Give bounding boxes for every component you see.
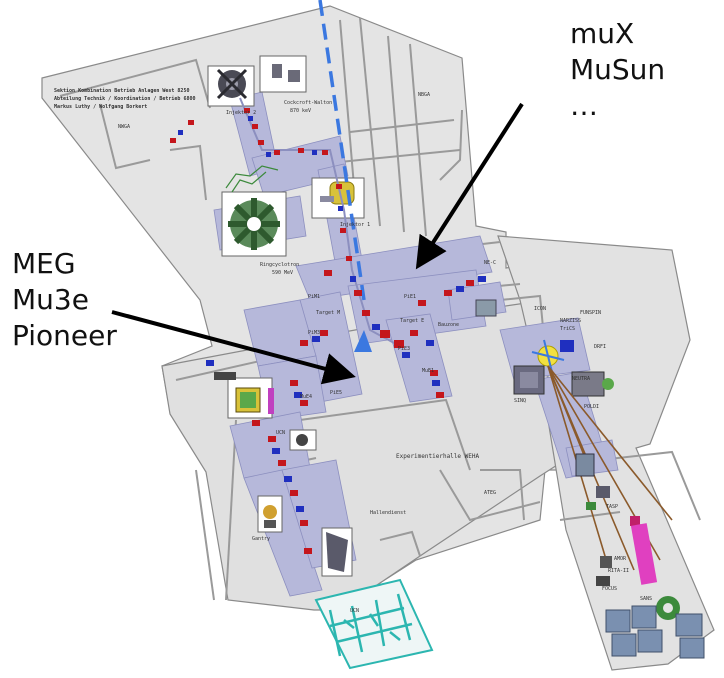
label-bauzone: Bauzone <box>438 322 459 328</box>
proton-therapy-device <box>321 527 353 577</box>
ring-cyclotron-area <box>221 191 287 257</box>
beamline-magnets <box>170 108 486 554</box>
label-trics: TriCS <box>560 326 575 332</box>
label-icon: ICON <box>534 306 546 312</box>
label-amor: AMOR <box>614 556 627 562</box>
label-injektor2: Injektor 2 <box>226 110 256 116</box>
arrow-to-pie1-area <box>415 102 524 270</box>
callout-right: muX MuSun … <box>570 16 665 124</box>
sinq-containers <box>605 605 705 659</box>
label-neutra: NEUTRA <box>572 376 590 382</box>
label-ne-c: NE-C <box>484 260 496 266</box>
callout-left-line-1: MEG <box>12 247 76 280</box>
cyclotron-cables <box>225 165 279 193</box>
label-nbga: NBGA <box>418 92 430 98</box>
label-pie5: PiE5 <box>330 390 342 396</box>
interior-walls <box>59 17 701 601</box>
label-poldi: POLDI <box>584 404 599 410</box>
callout-right-line-3: … <box>570 89 598 122</box>
callout-left: MEG Mu3e Pioneer <box>12 246 117 354</box>
label-cockcroft-kev: 870 keV <box>290 108 311 114</box>
label-sinq: SINQ <box>514 398 526 404</box>
sinq-target-station <box>513 339 614 397</box>
label-tasp: TASP <box>606 504 618 510</box>
label-target-e: Target E <box>400 318 424 324</box>
facility-labels: Sektion Kombination Betrieb Anlagen West… <box>54 88 652 614</box>
label-experimentierhalle: Experimentierhalle WEHA <box>396 453 479 460</box>
label-ucn: UCN <box>276 430 285 436</box>
label-injektor1: Injektor 1 <box>340 222 370 228</box>
label-target-m: Target M <box>316 310 340 316</box>
label-ringcyclotron-mev: 590 MeV <box>272 270 293 276</box>
label-drfi: DRFI <box>594 344 606 350</box>
label-nwga: NWGA <box>118 124 130 130</box>
cockcroft-walton-area <box>259 55 307 93</box>
label-mue4: MuE4 <box>300 394 312 400</box>
label-ucn-annex: UCN <box>350 608 359 614</box>
callout-right-line-2: MuSun <box>570 53 666 86</box>
label-mue1: MuE1 <box>422 368 434 374</box>
title-block-line-2: Abteilung Technik / Koordination / Betri… <box>54 96 195 102</box>
gantry-device <box>257 495 283 533</box>
label-cockcroft: Cockcroft-Walton <box>284 100 332 106</box>
meg-apparatus <box>214 372 274 419</box>
label-rita: RITA-II <box>608 568 629 574</box>
target-marker <box>354 330 372 352</box>
label-pim1: PiM1 <box>308 294 320 300</box>
label-focus: FOCUS <box>602 586 617 592</box>
callout-right-line-1: muX <box>570 17 635 50</box>
label-ringcyclotron: Ringcyclotron <box>260 262 299 268</box>
label-pim3: PiM3 <box>308 330 320 336</box>
proton-beamline-path <box>239 97 397 345</box>
callout-left-line-3: Pioneer <box>12 319 117 352</box>
blue-dashed-line <box>318 0 366 301</box>
label-pie1: PiE1 <box>404 294 416 300</box>
label-pie3: PiE3 <box>398 346 410 352</box>
label-sans: SANS <box>640 596 652 602</box>
callout-left-line-2: Mu3e <box>12 283 89 316</box>
label-ateg: ATEG <box>484 490 496 496</box>
sinq-instruments <box>475 299 680 620</box>
label-gantry: Gantry <box>252 536 270 542</box>
injector-2-area <box>207 65 255 107</box>
teal-annex-walls <box>328 593 413 657</box>
title-block-line-3: Markus Luthy / Wolfgang Borkert <box>54 104 147 110</box>
arrow-to-pie5-area <box>111 310 356 385</box>
label-narziss: NARZISS <box>560 318 581 324</box>
label-funspin: FUNSPIN <box>580 310 601 316</box>
pie5-apparatus <box>289 429 317 451</box>
label-hallendienst: Hallendienst <box>370 510 406 516</box>
callout-arrows <box>111 102 524 385</box>
title-block-line-1: Sektion Kombination Betrieb Anlagen West… <box>54 88 189 94</box>
